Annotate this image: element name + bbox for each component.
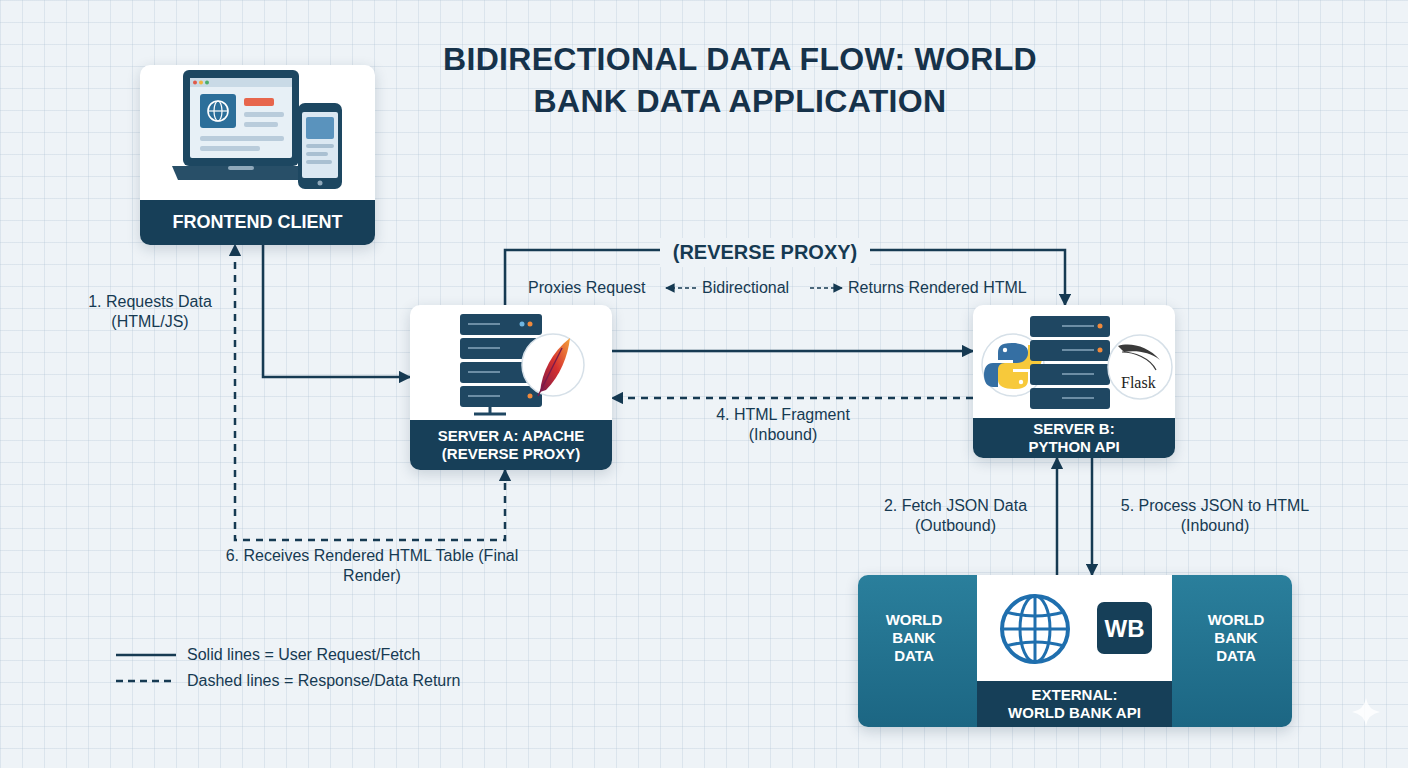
server-card: SERVER A: APACHE (REVERSE PROXY)	[410, 305, 612, 470]
legend-sample	[116, 654, 176, 657]
node-label-area: EXTERNAL: WORLD BANK API	[977, 680, 1172, 727]
logo-text: WB	[1097, 614, 1152, 644]
request-arrow	[1056, 458, 1059, 575]
node-label-area: WORLD BANK DATA	[1200, 611, 1272, 665]
annotation-text: Returns Rendered HTML	[848, 278, 1027, 298]
diagram-title: BIDIRECTIONAL DATA FLOW: WORLD BANK DATA…	[430, 38, 1050, 122]
legend-sample	[116, 680, 176, 683]
node-label: SERVER A: APACHE (REVERSE PROXY)	[426, 427, 596, 463]
sparkle-mark	[1352, 698, 1380, 726]
edge-label: (REVERSE PROXY)	[660, 238, 870, 267]
node-label-area: SERVER B: PYTHON API	[973, 418, 1175, 458]
node-label-area: WORLD BANK DATA	[878, 611, 950, 665]
decor-arrow	[810, 287, 842, 289]
node-label: FRONTEND CLIENT	[173, 212, 343, 234]
node-label: SERVER B: PYTHON API	[1014, 420, 1134, 456]
request-arrow	[263, 245, 410, 377]
node-label-area: FRONTEND CLIENT	[140, 200, 375, 245]
node-label: WORLD BANK DATA	[1208, 611, 1265, 664]
decor-arrow	[666, 287, 696, 289]
edge-label: 5. Process JSON to HTML (Inbound)	[1110, 496, 1320, 536]
request-arrow	[612, 350, 973, 353]
server-card: FRONTEND CLIENT	[140, 65, 375, 245]
legend-text: Solid lines = User Request/Fetch	[187, 645, 420, 665]
legend-text: Dashed lines = Response/Data Return	[187, 671, 461, 691]
annotation-text: Bidirectional	[702, 278, 789, 298]
edge-label: 6. Receives Rendered HTML Table (Final R…	[222, 546, 522, 586]
edge-label: 1. Requests Data (HTML/JS)	[80, 292, 220, 332]
edge-label: 4. HTML Fragment (Inbound)	[698, 405, 868, 445]
annotation-text: Proxies Request	[528, 278, 645, 298]
external-band: WORLD BANK DATA EXTERNAL: WORLD BANK API W…	[858, 575, 1292, 727]
response-arrow	[612, 397, 973, 400]
node-label-area: SERVER A: APACHE (REVERSE PROXY)	[410, 420, 612, 470]
node-label: WORLD BANK DATA	[886, 611, 943, 664]
request-arrow	[1091, 458, 1094, 575]
node-label: EXTERNAL: WORLD BANK API	[1005, 686, 1145, 722]
annotation-text: Flask	[1121, 373, 1156, 393]
edge-label: 2. Fetch JSON Data (Outbound)	[868, 496, 1043, 536]
